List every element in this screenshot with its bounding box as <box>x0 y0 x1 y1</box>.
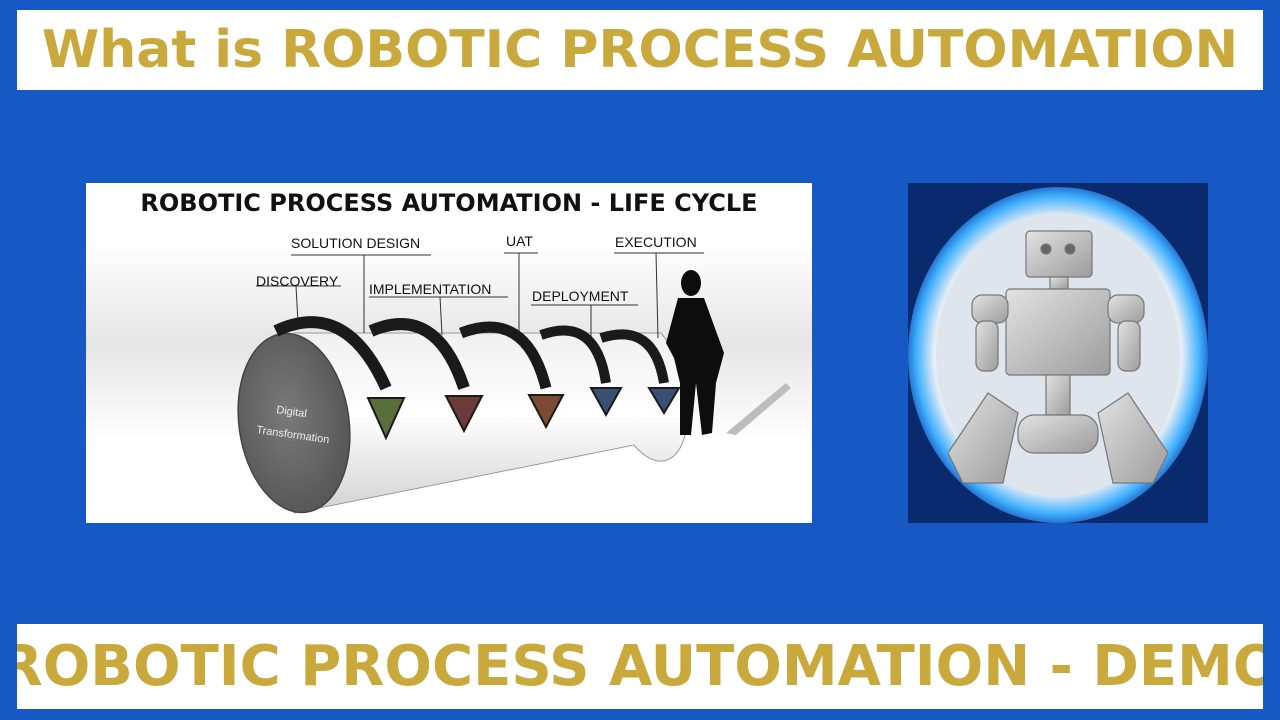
robot-arm-left <box>975 320 999 372</box>
robot-eye-right <box>1064 243 1076 255</box>
robot-figure <box>947 230 1169 484</box>
footer-banner: ROBOTIC PROCESS AUTOMATION - DEMO <box>17 624 1263 709</box>
stage-execution: EXECUTION <box>615 234 697 250</box>
header-banner: What is ROBOTIC PROCESS AUTOMATION <box>17 10 1263 90</box>
stage-uat: UAT <box>506 233 533 249</box>
stage-discovery: DISCOVERY <box>256 273 339 289</box>
robot-torso <box>1005 288 1111 376</box>
stage-arrows <box>273 316 681 441</box>
robot-leg <box>1045 374 1071 416</box>
robot-icon <box>908 183 1208 523</box>
page-title: What is ROBOTIC PROCESS AUTOMATION <box>41 20 1239 80</box>
stage-implementation: IMPLEMENTATION <box>369 281 492 297</box>
cylinder-label-1: Digital <box>276 404 308 420</box>
arrow-uat-icon <box>527 394 565 430</box>
footer-title: ROBOTIC PROCESS AUTOMATION - DEMO <box>17 634 1263 699</box>
lifecycle-svg: Digital Transformation <box>86 243 812 514</box>
robot-base <box>1017 414 1099 454</box>
arrow-execution-icon <box>647 387 681 415</box>
arrow-design-icon <box>444 395 484 434</box>
arrow-discovery-icon <box>366 397 406 441</box>
lifecycle-title: ROBOTIC PROCESS AUTOMATION - LIFE CYCLE <box>140 189 758 217</box>
robot-arm-right <box>1117 320 1141 372</box>
stage-solution-design: SOLUTION DESIGN <box>291 235 421 251</box>
robot-head <box>1025 230 1093 278</box>
cylinder-body <box>293 332 689 514</box>
leader-lines <box>256 252 704 339</box>
robot-eye-left <box>1040 243 1052 255</box>
robot-neck <box>1049 276 1069 290</box>
person-silhouette-icon <box>666 270 791 435</box>
robot-track-left <box>947 392 1019 484</box>
robot-track-right <box>1097 392 1169 484</box>
lifecycle-diagram: Digital Transformation ROBOTIC PROCESS A… <box>86 183 812 523</box>
robot-image <box>908 183 1208 523</box>
robot-shoulder-left <box>971 294 1009 324</box>
arrow-deployment-icon <box>589 387 623 418</box>
stage-deployment: DEPLOYMENT <box>532 288 629 304</box>
robot-shoulder-right <box>1107 294 1145 324</box>
